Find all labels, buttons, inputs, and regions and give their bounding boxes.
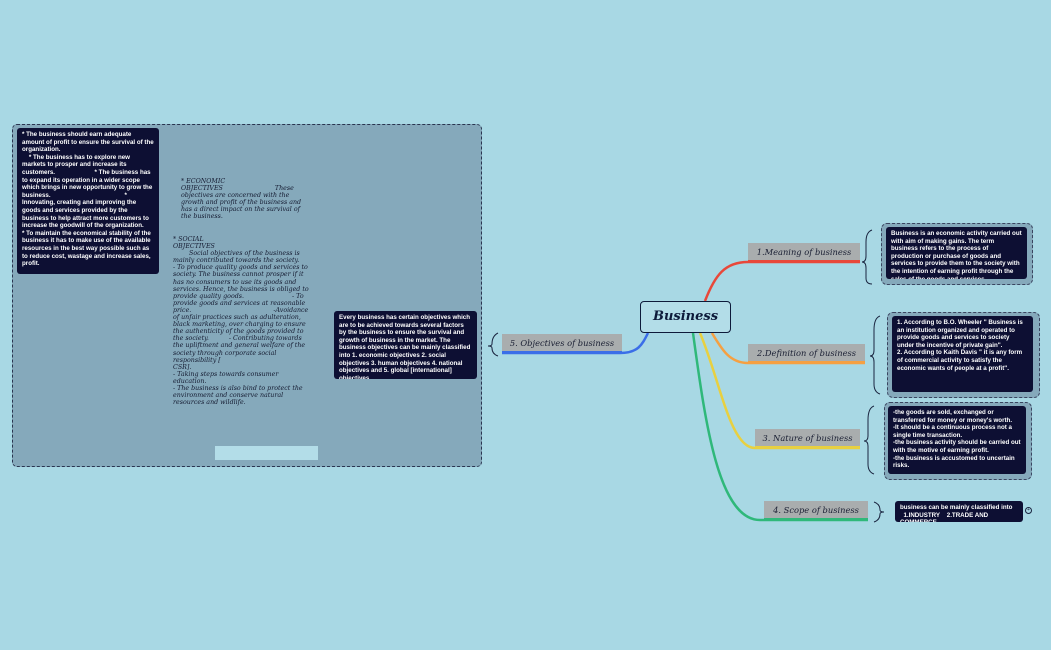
branch-line-scope — [691, 332, 868, 522]
topic-scope[interactable]: 4. Scope of business — [764, 501, 868, 520]
nature-note[interactable]: -the goods are sold, exchanged or transf… — [888, 406, 1026, 474]
bracket-scope — [873, 501, 885, 523]
boundary-tab — [215, 446, 318, 460]
branch-line-meaning — [703, 260, 860, 302]
definition-note[interactable]: 1. According to B.O. Wheeler " Business … — [892, 316, 1033, 392]
economic-objectives-text[interactable]: * ECONOMIC OBJECTIVES These objectives a… — [181, 178, 302, 221]
topic-meaning[interactable]: 1.Meaning of business — [748, 243, 860, 262]
bracket-objectives — [487, 332, 499, 357]
economic-detail-note[interactable]: * The business should earn adequate amou… — [17, 128, 159, 274]
topic-objectives[interactable]: 5. Objectives of business — [502, 334, 622, 353]
topic-definition[interactable]: 2.Definition of business — [748, 344, 865, 363]
social-objectives-text[interactable]: * SOCIAL OBJECTIVES Social objectives of… — [173, 236, 309, 407]
meaning-note[interactable]: Business is an economic activity carried… — [886, 227, 1027, 279]
central-topic-business[interactable]: Business — [640, 301, 731, 333]
plus-circle-icon[interactable]: + — [1025, 507, 1032, 514]
objectives-note[interactable]: Every business has certain objectives wh… — [334, 311, 477, 379]
scope-note[interactable]: business can be mainly classified into 1… — [895, 501, 1023, 522]
branch-line-definition — [710, 332, 865, 365]
branch-line-nature — [698, 332, 860, 450]
bracket-meaning — [861, 229, 873, 285]
bracket-definition — [869, 315, 881, 395]
bracket-nature — [863, 405, 875, 475]
topic-nature[interactable]: 3. Nature of business — [755, 429, 860, 448]
